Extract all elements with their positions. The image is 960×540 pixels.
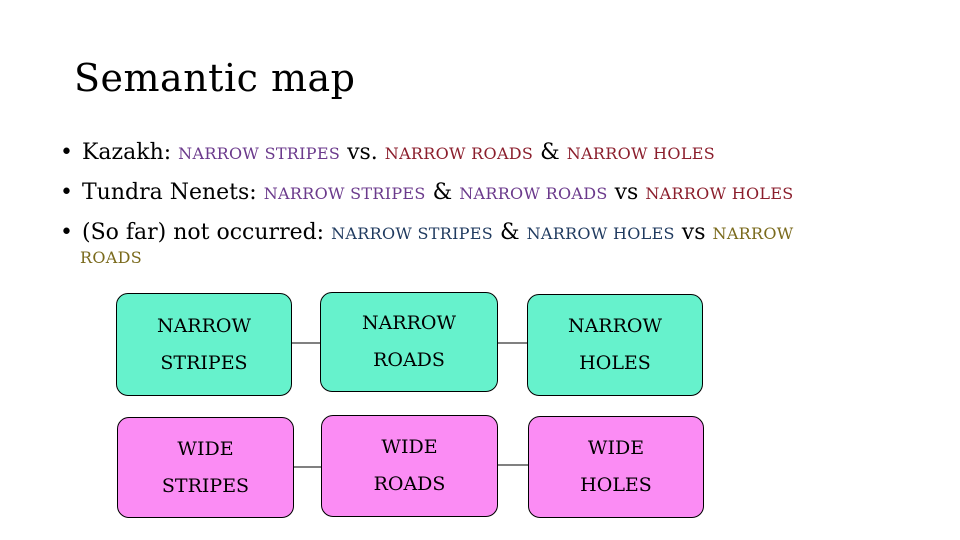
bullet-item-kazakh: • Kazakh: NARROW STRIPES vs. NARROW ROADS… [60,133,940,173]
node-label-line2: HOLES [580,474,652,496]
bullet-marker: • [60,180,73,205]
bullet-marker: • [60,220,73,245]
node-label-line2: ROADS [373,473,446,495]
term-narrow-stripes: NARROW STRIPES [263,184,426,203]
connector-text: vs [674,220,713,245]
connector-text: & [493,220,527,245]
node-label-line1: NARROW [156,314,252,337]
term-narrow-holes: NARROW HOLES [645,184,794,203]
connector-text: vs. [340,140,385,165]
connector-text: vs [607,180,646,205]
bullet-list: • Kazakh: NARROW STRIPES vs. NARROW ROADS… [60,133,940,253]
term-narrow-stripes: NARROW STRIPES [178,144,341,163]
node-label-line1: WIDE [587,437,645,459]
term-narrow-roads: NARROW ROADS [459,184,608,203]
node-wide-holes: WIDE HOLES [528,416,704,518]
bullet-continuation: ROADS [80,248,143,267]
term-narrow-holes: NARROW HOLES [526,224,675,243]
bullet-marker: • [60,140,73,165]
term-narrow-stripes: NARROW STRIPES [331,224,493,243]
node-label-line2: STRIPES [160,351,248,374]
term-narrow-roads: NARROW [712,224,794,243]
connector-text: & [425,180,460,205]
slide-title: Semantic map [74,56,356,100]
node-narrow-stripes: NARROW STRIPES [116,293,292,396]
bullet-item-not-occurred: • (So far) not occurred: NARROW STRIPES &… [60,213,940,253]
term-narrow-roads: NARROW ROADS [384,144,534,163]
node-label-line2: STRIPES [161,474,250,497]
node-label-line1: NARROW [361,312,457,334]
node-label-line1: WIDE [381,436,438,458]
term-narrow-holes: NARROW HOLES [566,144,715,163]
node-label-line2: ROADS [373,349,445,371]
node-wide-stripes: WIDE STRIPES [117,417,294,518]
node-narrow-holes: NARROW HOLES [527,294,703,396]
node-label-line1: WIDE [177,437,234,460]
node-label-line2: HOLES [579,352,651,374]
connector-text: & [533,140,567,165]
node-label-line1: NARROW [567,315,663,337]
node-narrow-roads: NARROW ROADS [320,292,498,392]
node-wide-roads: WIDE ROADS [321,415,498,517]
bullet-text-label: Kazakh: [82,140,179,165]
bullet-item-tundra-nenets: • Tundra Nenets: NARROW STRIPES & NARROW … [60,173,940,213]
bullet-text-label: (So far) not occurred: [82,220,332,245]
bullet-text-label: Tundra Nenets: [82,180,264,205]
